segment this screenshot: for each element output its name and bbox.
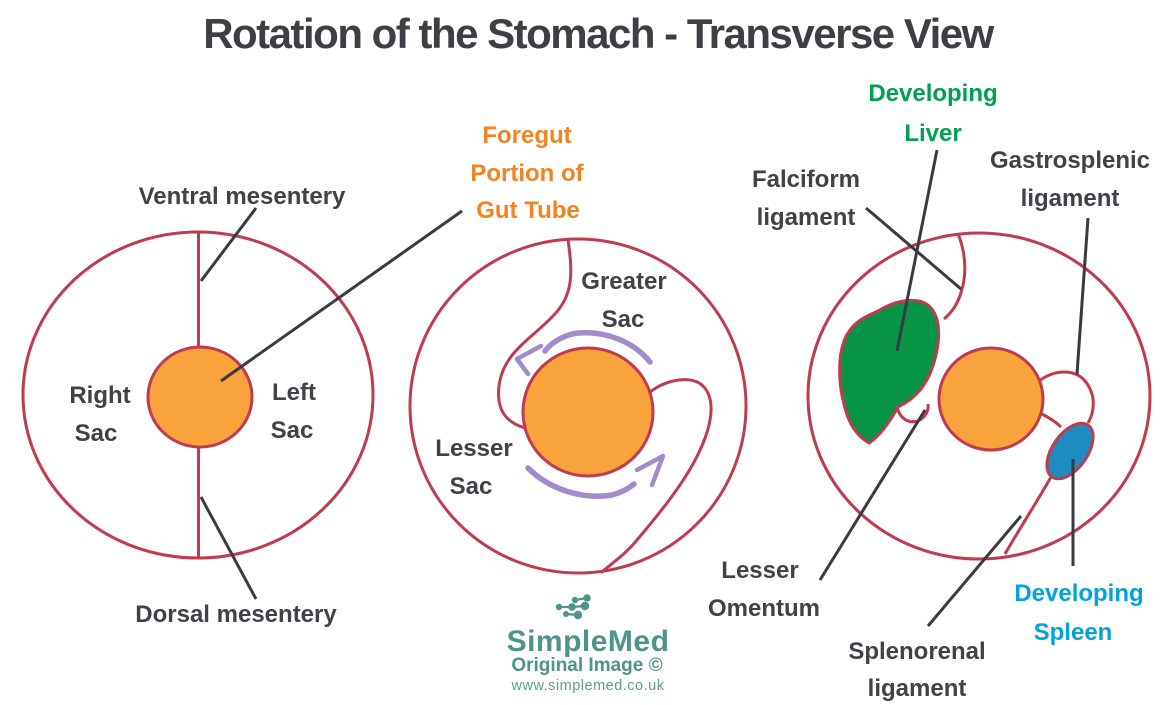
lesser-omentum-label-line1: Lesser (721, 557, 798, 584)
logo-wordmark: SimpleMed (507, 625, 670, 658)
stage2-diagram: Foregut Portion of Gut Tube Greater Sac … (220, 122, 748, 575)
developing-spleen-label-line2: Spleen (1034, 619, 1113, 646)
stage1-gut-tube-circle (146, 345, 254, 449)
logo-url: www.simplemed.co.uk (511, 678, 665, 694)
falciform-ligament-leader-line (865, 206, 962, 291)
gastrosplenic-ligament-leader-line (1075, 217, 1090, 375)
falciform-ligament-curve (943, 233, 967, 321)
greater-sac-label-line1: Greater (581, 268, 666, 295)
molecule-icon (555, 594, 591, 620)
foregut-label-line2: Portion of (470, 160, 584, 187)
rotation-arrow-bottom-arc (525, 465, 637, 499)
rotating-mesentery-curve-left (497, 238, 573, 430)
lesser-omentum-label-line2: Omentum (708, 595, 820, 622)
developing-liver-label-line2: Liver (904, 120, 961, 147)
ventral-mesentery-leader-line (199, 207, 258, 282)
foregut-label-line3: Gut Tube (476, 197, 580, 224)
gastrosplenic-ligament-label-line2: ligament (1021, 185, 1120, 212)
right-sac-label-line2: Sac (75, 420, 118, 447)
foregut-leader-line (220, 209, 463, 383)
splenorenal-ligament-leader-line (926, 515, 1023, 627)
foregut-label-line1: Foregut (482, 122, 571, 149)
stage2-gut-tube-circle (521, 346, 655, 478)
developing-liver-label-line1: Developing (868, 80, 997, 107)
lesser-sac-label-line1: Lesser (435, 435, 512, 462)
splenorenal-ligament-label-line1: Splenorenal (848, 638, 985, 665)
splenorenal-ligament-curve (1003, 476, 1053, 555)
stage3-diagram: Developing Liver Falciform ligament Gast… (708, 80, 1152, 702)
right-sac-label-line1: Right (69, 382, 130, 409)
falciform-ligament-label-line2: ligament (757, 204, 856, 231)
lesser-omentum-leader-line (818, 409, 927, 581)
stage1-diagram: Ventral mesentery Dorsal mesentery Right… (21, 183, 375, 628)
falciform-ligament-label-line1: Falciform (752, 166, 860, 193)
gastrosplenic-ligament-outer-curve (1038, 370, 1095, 424)
rotating-mesentery-curve-right (599, 378, 713, 575)
left-sac-label-line1: Left (272, 379, 316, 406)
left-sac-label-line2: Sac (271, 417, 314, 444)
logo-credit: Original Image © (511, 655, 662, 676)
simplemed-logo: SimpleMed Original Image © www.simplemed… (507, 594, 670, 694)
developing-liver-shape (838, 298, 941, 445)
lesser-sac-label-line2: Sac (450, 473, 493, 500)
ventral-mesentery-label: Ventral mesentery (139, 183, 346, 210)
dorsal-mesentery-label: Dorsal mesentery (135, 601, 337, 628)
splenorenal-ligament-label-line2: ligament (868, 675, 967, 702)
rotation-arrow-bottom-head (634, 453, 666, 488)
greater-sac-label-line2: Sac (602, 306, 645, 333)
rotation-arrow-top-arc (542, 330, 653, 365)
stage3-gut-tube-circle (937, 346, 1045, 452)
developing-spleen-shape (1045, 421, 1095, 481)
page-title: Rotation of the Stomach - Transverse Vie… (203, 10, 994, 57)
developing-spleen-label-line1: Developing (1014, 580, 1143, 607)
dorsal-mesentery-leader-line (199, 496, 258, 600)
gastrosplenic-ligament-inner-curve (1039, 411, 1063, 429)
gastrosplenic-ligament-label-line1: Gastrosplenic (990, 147, 1150, 174)
rotation-arrow-top-head (514, 343, 544, 377)
